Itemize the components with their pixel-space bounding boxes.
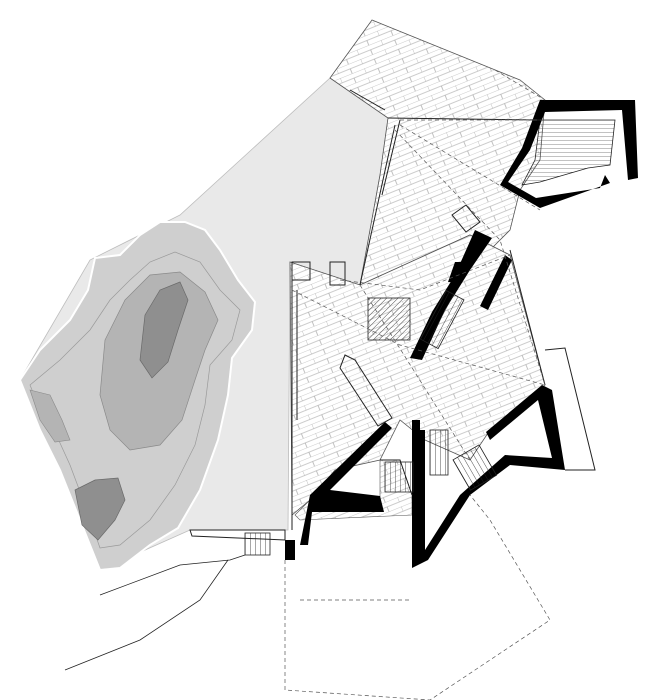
bench-element	[339, 354, 393, 427]
north-edge-line	[349, 89, 386, 111]
shard-element	[451, 204, 481, 233]
plan-outlines	[189, 89, 596, 541]
paved-floor-upper	[329, 19, 546, 286]
south-stair-east	[429, 429, 449, 476]
south-dashed-outline	[284, 494, 551, 700]
overhead-line-4	[339, 254, 511, 291]
ground-line-2	[64, 559, 229, 671]
hatched-void	[367, 297, 411, 341]
hillside-low-contour	[74, 477, 126, 541]
overhead-line-3	[291, 289, 546, 386]
southwest-ledge	[189, 529, 286, 541]
north-dashed	[494, 69, 546, 101]
west-entry-box	[291, 261, 311, 281]
overhead-line-1	[399, 124, 541, 211]
ground-edge-lines	[64, 554, 246, 671]
east-edge-1	[544, 347, 596, 471]
east-pavilion-floor	[521, 119, 616, 186]
hidden-lines	[284, 69, 551, 700]
main-stair	[419, 290, 465, 350]
wall-stair-block	[448, 262, 472, 282]
upper-glazing-line	[359, 124, 396, 286]
wall-southwest	[300, 422, 392, 545]
hillside-peak-contour	[139, 281, 189, 379]
hillside-left-contour	[29, 389, 71, 443]
wall-southwest-post	[285, 540, 295, 560]
east-diagonal-edge	[509, 249, 546, 386]
west-entry-box-2	[329, 261, 346, 286]
ground-line-1	[99, 554, 246, 596]
wall-east-pavilion	[500, 100, 638, 208]
overhead-line-2	[394, 129, 546, 386]
south-stair-west	[384, 461, 414, 493]
south-outcrop	[380, 459, 413, 496]
wall-diagonal-upper	[480, 255, 512, 310]
wall-core-south	[412, 420, 420, 500]
ramp-stair	[452, 444, 498, 491]
southwest-stair	[244, 532, 271, 556]
